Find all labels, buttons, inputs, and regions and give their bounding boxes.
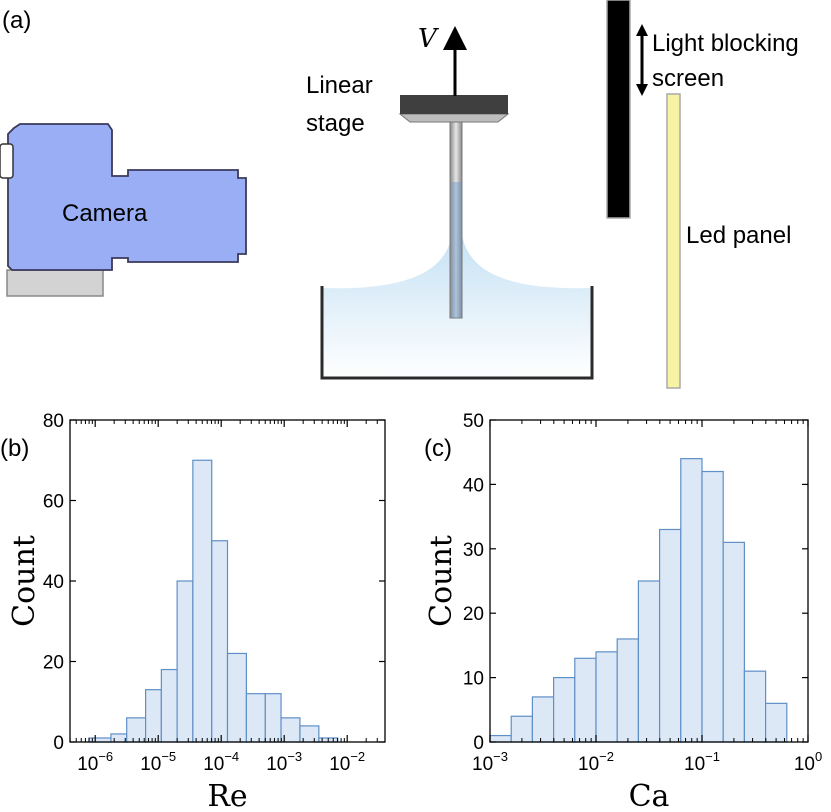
bars-re bbox=[88, 459, 339, 743]
histogram-bar bbox=[680, 458, 703, 743]
x-tick-label: 10−3 bbox=[472, 749, 508, 775]
stage-label-line2: stage bbox=[306, 110, 365, 137]
panel-a-schematic: (a) Camera V Linear stage bbox=[0, 0, 799, 389]
y-tick-label: 20 bbox=[463, 604, 484, 625]
y-tick-label: 50 bbox=[463, 411, 484, 432]
camera-body bbox=[7, 123, 247, 271]
y-axis-ca: 0 10 20 30 40 50 bbox=[463, 411, 808, 754]
histogram-bar bbox=[764, 702, 788, 743]
histogram-bar bbox=[226, 652, 247, 743]
led-label: Led panel bbox=[686, 222, 791, 249]
linear-stage-icon bbox=[398, 95, 510, 123]
histogram-bar bbox=[160, 668, 178, 743]
y-tick-label: 20 bbox=[43, 653, 64, 674]
histogram-bar bbox=[616, 638, 640, 743]
x-tick-label: 10−2 bbox=[578, 749, 614, 775]
stage-label-line1: Linear bbox=[306, 72, 373, 99]
screen-label-line1: Light blocking bbox=[652, 30, 799, 57]
x-tick-label: 10−3 bbox=[266, 749, 302, 775]
y-axis-label-re: Count bbox=[7, 535, 42, 627]
histogram-bar bbox=[743, 670, 767, 743]
x-axis-label-ca: Ca bbox=[629, 779, 670, 812]
histogram-bar bbox=[126, 717, 147, 743]
x-tick-label: 100 bbox=[794, 749, 822, 775]
double-arrow-icon bbox=[636, 24, 648, 96]
stage-block bbox=[400, 95, 508, 114]
x-axis-re: 10−6 10−5 10−4 10−3 10−2 bbox=[69, 420, 378, 775]
histogram-bar bbox=[574, 657, 597, 743]
x-tick-label: 10−1 bbox=[684, 749, 720, 775]
x-tick-label: 10−5 bbox=[140, 749, 176, 775]
histogram-bar bbox=[531, 696, 555, 743]
histogram-bar bbox=[245, 693, 266, 743]
y-axis-label-ca: Count bbox=[424, 535, 459, 627]
histogram-re: (b) 0 20 40 60 80 10−6 10−5 10−4 10−3 10−2 Count… bbox=[0, 411, 386, 812]
histogram-bar bbox=[489, 734, 512, 743]
led-panel bbox=[666, 93, 681, 389]
velocity-label: V bbox=[418, 24, 439, 54]
panel-c-label: (c) bbox=[424, 435, 452, 462]
histogram-bar bbox=[658, 528, 682, 743]
y-tick-label: 0 bbox=[473, 733, 484, 754]
bath-container bbox=[320, 286, 594, 380]
histogram-bar bbox=[176, 580, 194, 743]
y-tick-label: 60 bbox=[43, 492, 64, 513]
camera-base bbox=[6, 269, 104, 297]
histogram-bar bbox=[701, 470, 724, 743]
bars-ca bbox=[489, 458, 788, 743]
rod-wetted-film bbox=[451, 182, 461, 318]
y-tick-label: 10 bbox=[463, 669, 484, 690]
screen-label-line2: screen bbox=[652, 65, 724, 92]
y-tick-label: 30 bbox=[463, 540, 484, 561]
histogram-bar bbox=[192, 459, 213, 743]
histogram-bar bbox=[722, 541, 746, 743]
x-tick-label: 10−6 bbox=[77, 749, 113, 775]
y-tick-label: 0 bbox=[53, 733, 64, 754]
y-tick-label: 80 bbox=[43, 411, 64, 432]
camera-viewfinder bbox=[0, 143, 14, 179]
x-axis-ca: 10−3 10−2 10−1 100 bbox=[472, 420, 822, 775]
y-tick-label: 40 bbox=[43, 572, 64, 593]
y-tick-label: 40 bbox=[463, 475, 484, 496]
light-blocking-screen bbox=[606, 0, 631, 219]
x-tick-label: 10−2 bbox=[329, 749, 365, 775]
histogram-bar bbox=[110, 733, 128, 743]
camera-icon bbox=[0, 123, 247, 297]
histogram-bar bbox=[637, 580, 661, 743]
axes-frame-ca bbox=[489, 419, 809, 743]
y-axis-re: 0 20 40 60 80 bbox=[43, 411, 385, 754]
panel-a-label: (a) bbox=[2, 7, 31, 34]
panel-b-label: (b) bbox=[0, 435, 29, 462]
x-tick-label: 10−4 bbox=[203, 749, 239, 775]
histogram-bar bbox=[552, 676, 576, 743]
histogram-bar bbox=[595, 651, 618, 743]
camera-label: Camera bbox=[62, 200, 148, 227]
x-axis-label-re: Re bbox=[207, 779, 247, 812]
histogram-bar bbox=[145, 689, 162, 743]
histogram-ca: (c) 0 10 20 30 40 50 10−3 10−2 10−1 100 Count Ca bbox=[424, 411, 822, 812]
histogram-bar bbox=[211, 540, 229, 743]
histogram-bar bbox=[264, 693, 282, 743]
